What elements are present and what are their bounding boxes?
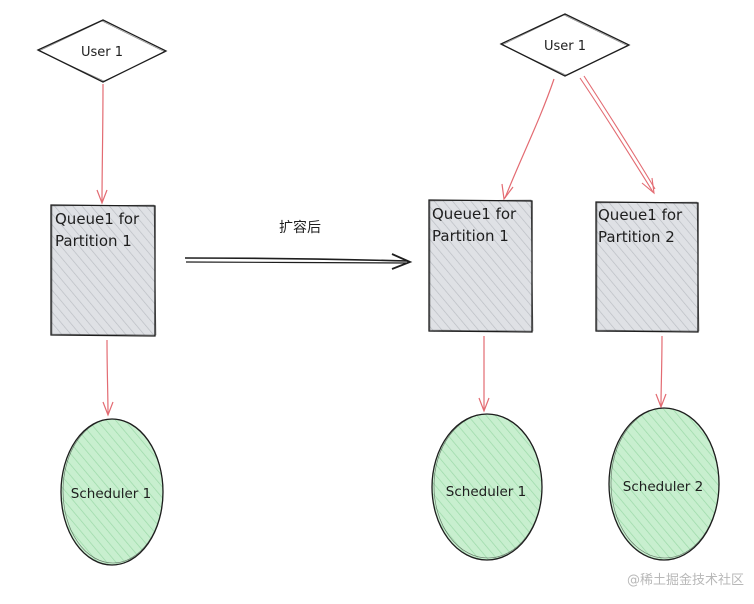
left-arrow-user-to-queue	[96, 83, 108, 205]
left-user-node: User 1	[36, 19, 168, 83]
right-queue1-line2: Partition 1	[432, 227, 509, 245]
left-arrow-queue-to-scheduler	[102, 339, 114, 417]
right-scheduler2-node: Scheduler 2	[608, 407, 720, 561]
left-queue-line2: Partition 1	[55, 232, 132, 250]
left-scheduler-label: Scheduler 1	[71, 486, 151, 502]
right-queue1-line1: Queue1 for	[432, 205, 517, 223]
right-user-label: User 1	[544, 39, 586, 54]
right-arrow-user-to-queue2	[579, 75, 656, 195]
left-queue-line1: Queue1 for	[55, 210, 140, 228]
transition-arrow	[184, 253, 413, 270]
transition-label: 扩容后	[279, 219, 321, 236]
left-queue-box: Queue1 for Partition 1	[50, 204, 157, 337]
right-arrow-user-to-queue1	[501, 78, 555, 201]
right-scheduler2-label: Scheduler 2	[623, 479, 703, 495]
transition-group: 扩容后	[184, 219, 413, 270]
right-scheduler1-label: Scheduler 1	[446, 484, 526, 500]
right-queue1-box: Queue1 for Partition 1	[428, 199, 534, 333]
right-group: User 1 Queue1 for Partition 1 Queue1 for	[428, 13, 720, 561]
left-group: User 1 Queue1 for Partition 1 Scheduler …	[36, 19, 168, 566]
right-queue2-box: Queue1 for Partition 2	[595, 201, 700, 333]
right-arrow-queue2-to-scheduler2	[655, 335, 667, 409]
right-queue2-line1: Queue1 for	[598, 206, 683, 224]
left-scheduler-node: Scheduler 1	[60, 418, 164, 566]
right-user-node: User 1	[499, 13, 631, 77]
right-arrow-queue1-to-scheduler1	[478, 335, 490, 413]
right-queue2-line2: Partition 2	[598, 228, 675, 246]
right-scheduler1-node: Scheduler 1	[431, 413, 543, 561]
left-user-label: User 1	[81, 45, 123, 60]
watermark-text: @稀土掘金技术社区	[627, 572, 744, 588]
